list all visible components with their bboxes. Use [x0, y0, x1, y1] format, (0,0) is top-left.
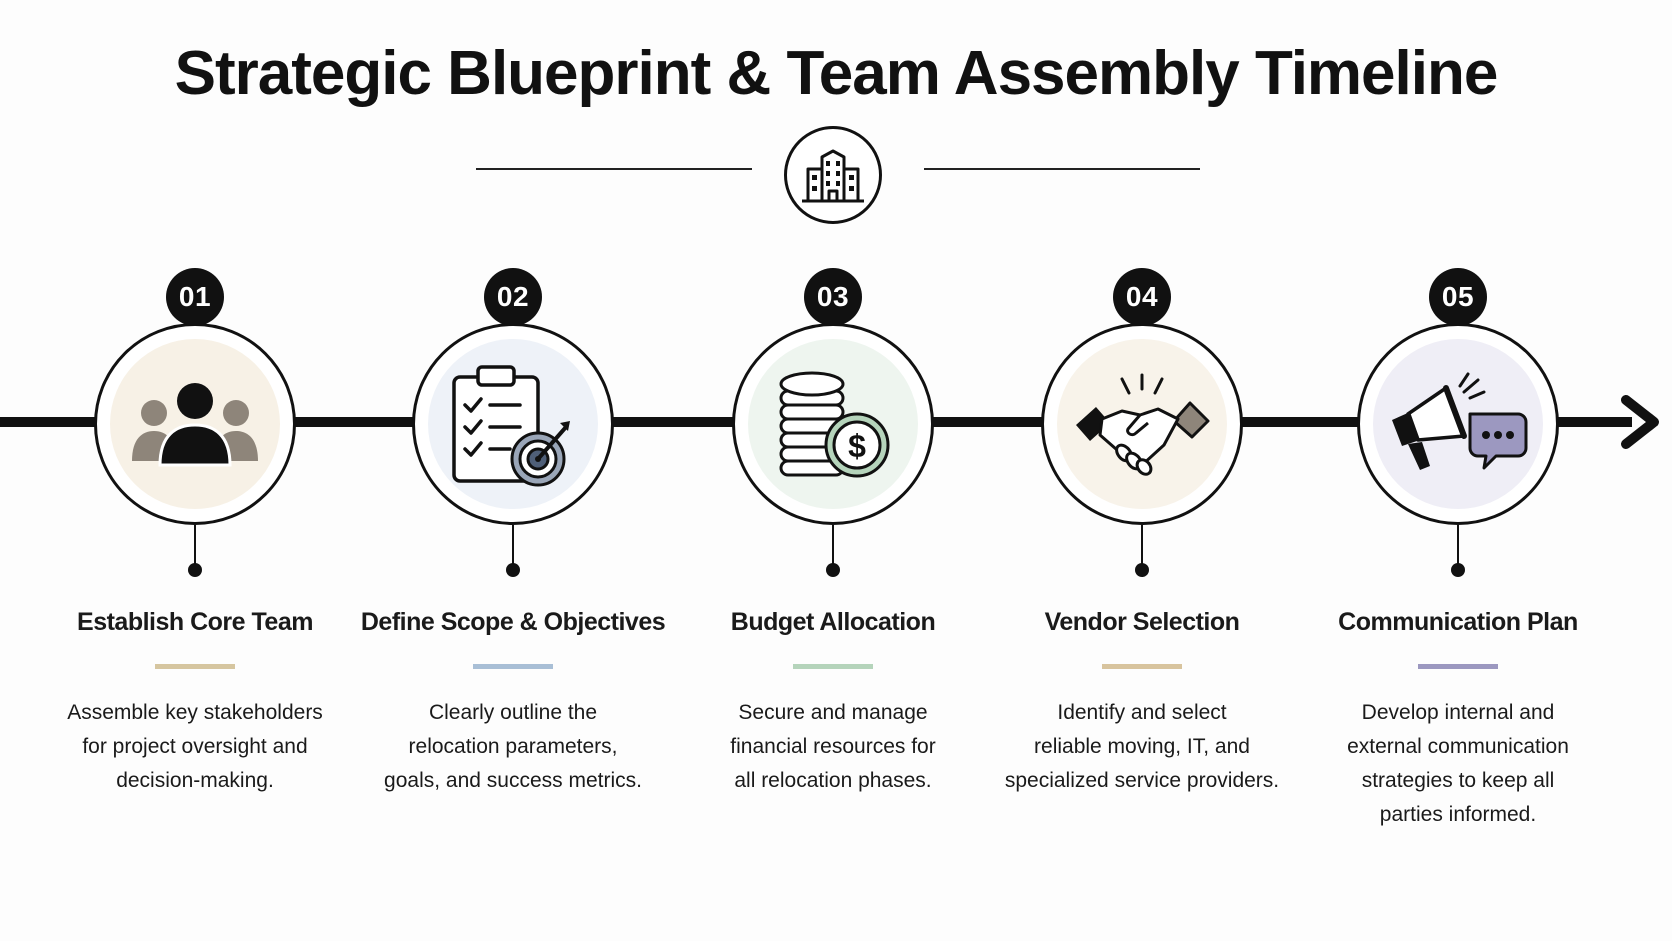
step-icon-circle: [94, 323, 296, 525]
step-accent-bar: [793, 664, 873, 669]
step-connector-dot: [1451, 563, 1465, 577]
step-number-badge: 05: [1429, 268, 1487, 326]
step-icon-circle: [1357, 323, 1559, 525]
step-number-badge: 04: [1113, 268, 1171, 326]
step-description-line: Assemble key stakeholders: [67, 701, 323, 724]
coins-dollar-icon: $: [779, 371, 890, 478]
step-connector: [1457, 525, 1459, 565]
team-people-icon: [132, 383, 258, 467]
step-description-line: parties informed.: [1379, 803, 1537, 826]
step-connector-dot: [506, 563, 520, 577]
step-icon-circle: [412, 323, 614, 525]
step-title: Vendor Selection: [1044, 608, 1240, 636]
header-rule-left: [476, 168, 752, 170]
step-description-line: all relocation phases.: [734, 769, 932, 792]
step-title: Establish Core Team: [77, 608, 313, 636]
step-accent-bar: [473, 664, 553, 669]
step-description-line: Secure and manage: [738, 701, 928, 724]
step-connector-dot: [1135, 563, 1149, 577]
step-title: Communication Plan: [1338, 608, 1578, 636]
megaphone-chat-icon: [1392, 372, 1528, 470]
step-description-line: reliable moving, IT, and: [1034, 735, 1250, 758]
step-description-line: Clearly outline the: [428, 701, 598, 724]
step-connector-dot: [188, 563, 202, 577]
building-icon: [784, 126, 882, 224]
step-description-line: financial resources for: [730, 735, 936, 758]
step-description-line: relocation parameters,: [408, 735, 618, 758]
step-icon-circle: $: [732, 323, 934, 525]
step-description-line: specialized service providers.: [1004, 769, 1280, 792]
clipboard-target-icon: [452, 365, 570, 487]
step-accent-bar: [155, 664, 235, 669]
header-rule-right: [924, 168, 1200, 170]
step-description: Assemble key stakeholders for project ov…: [30, 696, 360, 798]
step-description-line: decision-making.: [116, 769, 274, 792]
step-description-line: external communication: [1347, 735, 1569, 758]
step-description-line: Identify and select: [1057, 701, 1227, 724]
step-title: Budget Allocation: [730, 608, 936, 636]
handshake-icon: [1076, 373, 1210, 476]
step-description-line: goals, and success metrics.: [384, 769, 642, 792]
step-connector: [194, 525, 196, 565]
page-title: Strategic Blueprint & Team Assembly Time…: [174, 39, 1499, 108]
step-description-line: for project oversight and: [82, 735, 308, 758]
step-number-badge: 02: [484, 268, 542, 326]
step-description-line: strategies to keep all: [1361, 769, 1555, 792]
step-accent-bar: [1102, 664, 1182, 669]
step-number-badge: 01: [166, 268, 224, 326]
step-description: Clearly outline the relocation parameter…: [348, 696, 678, 798]
step-connector: [832, 525, 834, 565]
step-icon-circle: [1041, 323, 1243, 525]
step-title: Define Scope & Objectives: [360, 608, 666, 636]
arrow-right-icon: [1621, 395, 1659, 449]
step-description: Secure and manage financial resources fo…: [668, 696, 998, 798]
step-description: Develop internal and external communicat…: [1293, 696, 1623, 832]
step-description-line: Develop internal and: [1361, 701, 1555, 724]
step-accent-bar: [1418, 664, 1498, 669]
step-number-badge: 03: [804, 268, 862, 326]
step-connector-dot: [826, 563, 840, 577]
svg-text:$: $: [848, 428, 866, 464]
step-connector: [512, 525, 514, 565]
step-description: Identify and select reliable moving, IT,…: [977, 696, 1307, 798]
step-connector: [1141, 525, 1143, 565]
